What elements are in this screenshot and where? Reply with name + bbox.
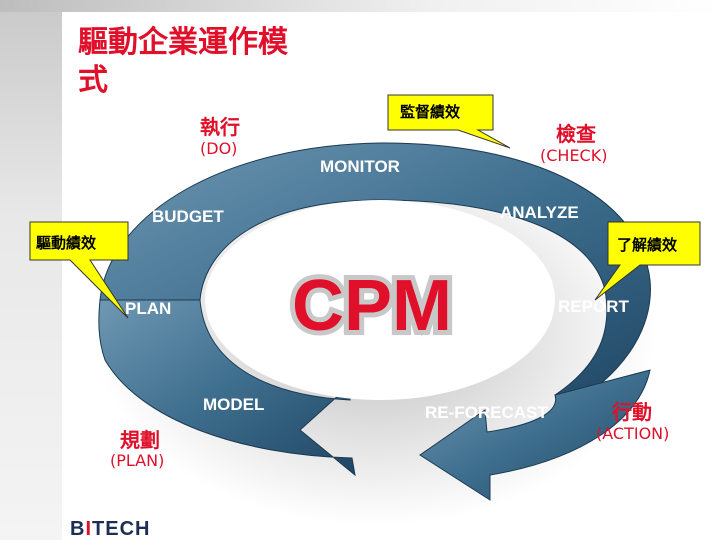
phase-action-zh: 行動 [612, 400, 652, 424]
title-line-1: 驅動企業運作模 [78, 25, 288, 60]
cpm-center-label: CPM [292, 266, 452, 346]
bitech-logo: BITECH [70, 518, 150, 541]
title-line-2: 式 [78, 63, 108, 98]
phase-check-en: (CHECK) [540, 146, 608, 165]
logo-b: B [70, 518, 86, 540]
phase-do-en: (DO) [200, 139, 238, 158]
callout-drive [29, 221, 129, 319]
segment-plan: PLAN [125, 299, 171, 318]
segment-budget: BUDGET [152, 207, 224, 226]
segment-model: MODEL [203, 395, 264, 414]
cycle-ring-right-arrow [419, 369, 651, 501]
left-decorative-band [0, 0, 62, 540]
slide-title: 驅動企業運作模 式 [78, 24, 338, 100]
callout-understand-text: 了解績效 [617, 236, 678, 254]
logo-i: I [85, 518, 93, 540]
callout-understand [594, 221, 701, 301]
cpm-outline: CPM [292, 266, 452, 346]
phase-do-zh: 執行 [200, 115, 240, 139]
phase-plan-zh: 規劃 [120, 428, 160, 452]
callout-drive-text: 驅動績效 [36, 234, 97, 252]
segment-reforecast: RE-FORECAST [425, 403, 548, 422]
callout-monitor-text: 監督績效 [400, 103, 461, 121]
cycle-ring-lower [98, 299, 356, 477]
cycle-center-area [205, 200, 555, 400]
phase-check-zh: 檢查 [556, 122, 596, 146]
callout-monitor [387, 94, 511, 149]
phase-action-en: (ACTION) [596, 424, 670, 443]
segment-analyze: ANALYZE [500, 203, 579, 222]
logo-tech: TECH [92, 518, 151, 540]
segment-monitor: MONITOR [320, 157, 400, 176]
top-decorative-band [0, 0, 720, 12]
segment-report: REPORT [558, 297, 629, 316]
phase-plan-en: (PLAN) [110, 451, 165, 470]
